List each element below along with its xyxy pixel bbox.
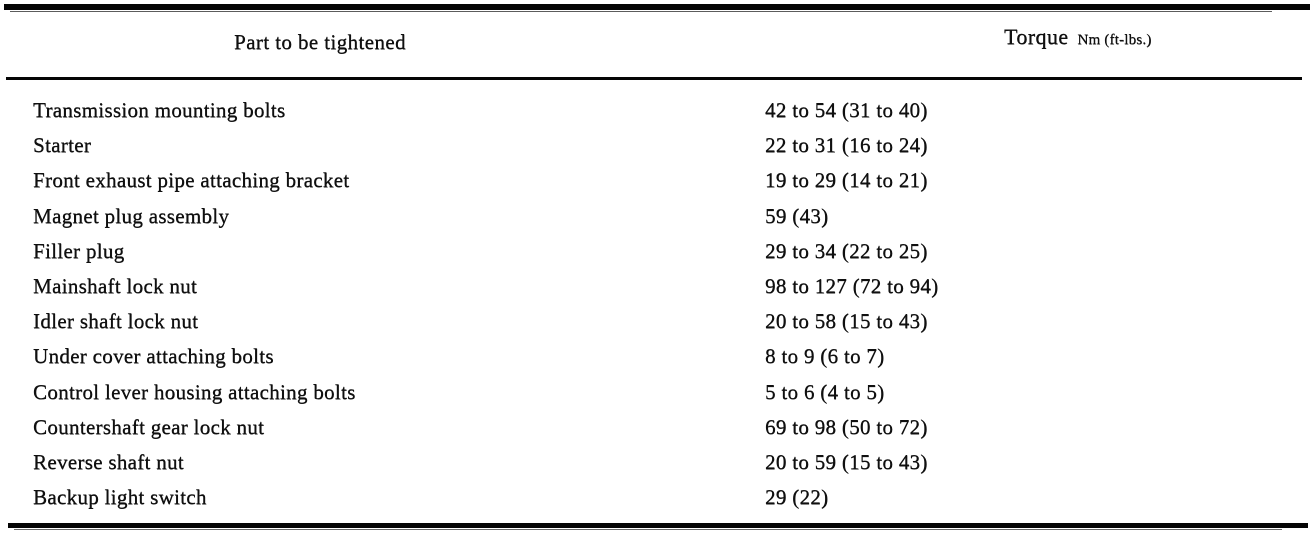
column-header-torque: Torque Nm (ft-lbs.) [1004,24,1151,50]
table-row: Magnet plug assembly 59 (43) [0,199,1312,234]
table-row: Filler plug 29 to 34 (22 to 25) [0,234,1312,269]
table-row: Countershaft gear lock nut 69 to 98 (50 … [0,410,1312,445]
part-cell: Starter [33,133,92,158]
torque-cell: 29 to 34 (22 to 25) [765,238,928,263]
torque-cell: 98 to 127 (72 to 94) [765,274,939,299]
part-cell: Front exhaust pipe attaching bracket [33,168,350,193]
part-cell: Under cover attaching bolts [33,344,274,369]
part-cell: Control lever housing attaching bolts [33,379,356,404]
part-cell: Reverse shaft nut [33,449,184,474]
part-cell: Backup light switch [33,485,207,510]
table-bottom-rule-echo [14,529,1282,530]
part-cell: Transmission mounting bolts [33,98,286,123]
column-header-torque-label: Torque [1004,24,1069,49]
torque-cell: 69 to 98 (50 to 72) [765,414,928,439]
column-header-torque-unit: Nm (ft-lbs.) [1077,32,1152,48]
part-cell: Magnet plug assembly [33,203,230,228]
part-cell: Filler plug [33,238,125,263]
table-row: Reverse shaft nut 20 to 59 (15 to 43) [0,445,1312,480]
table-row: Control lever housing attaching bolts 5 … [0,375,1312,410]
table-row: Idler shaft lock nut 20 to 58 (15 to 43) [0,304,1312,339]
part-cell: Mainshaft lock nut [33,274,198,299]
table-top-rule [4,4,1310,10]
part-cell: Idler shaft lock nut [33,309,199,334]
table-row: Transmission mounting bolts 42 to 54 (31… [0,93,1312,128]
torque-cell: 19 to 29 (14 to 21) [765,168,928,193]
torque-cell: 5 to 6 (4 to 5) [765,379,885,404]
torque-cell: 22 to 31 (16 to 24) [765,133,928,158]
table-row: Starter 22 to 31 (16 to 24) [0,128,1312,163]
table-header-rule [6,77,1302,80]
table-row: Mainshaft lock nut 98 to 127 (72 to 94) [0,269,1312,304]
part-cell: Countershaft gear lock nut [33,414,265,439]
torque-cell: 42 to 54 (31 to 40) [765,98,928,123]
table-bottom-rule [8,523,1308,528]
torque-cell: 59 (43) [765,203,829,228]
torque-cell: 29 (22) [765,485,829,510]
table-body: Transmission mounting bolts 42 to 54 (31… [0,93,1312,515]
table-row: Backup light switch 29 (22) [0,480,1312,515]
table-row: Front exhaust pipe attaching bracket 19 … [0,163,1312,198]
table-top-rule-echo [10,11,1272,12]
table-row: Under cover attaching bolts 8 to 9 (6 to… [0,339,1312,374]
torque-cell: 20 to 59 (15 to 43) [765,449,928,474]
torque-cell: 8 to 9 (6 to 7) [765,344,885,369]
torque-cell: 20 to 58 (15 to 43) [765,309,928,334]
column-header-part: Part to be tightened [234,30,406,54]
